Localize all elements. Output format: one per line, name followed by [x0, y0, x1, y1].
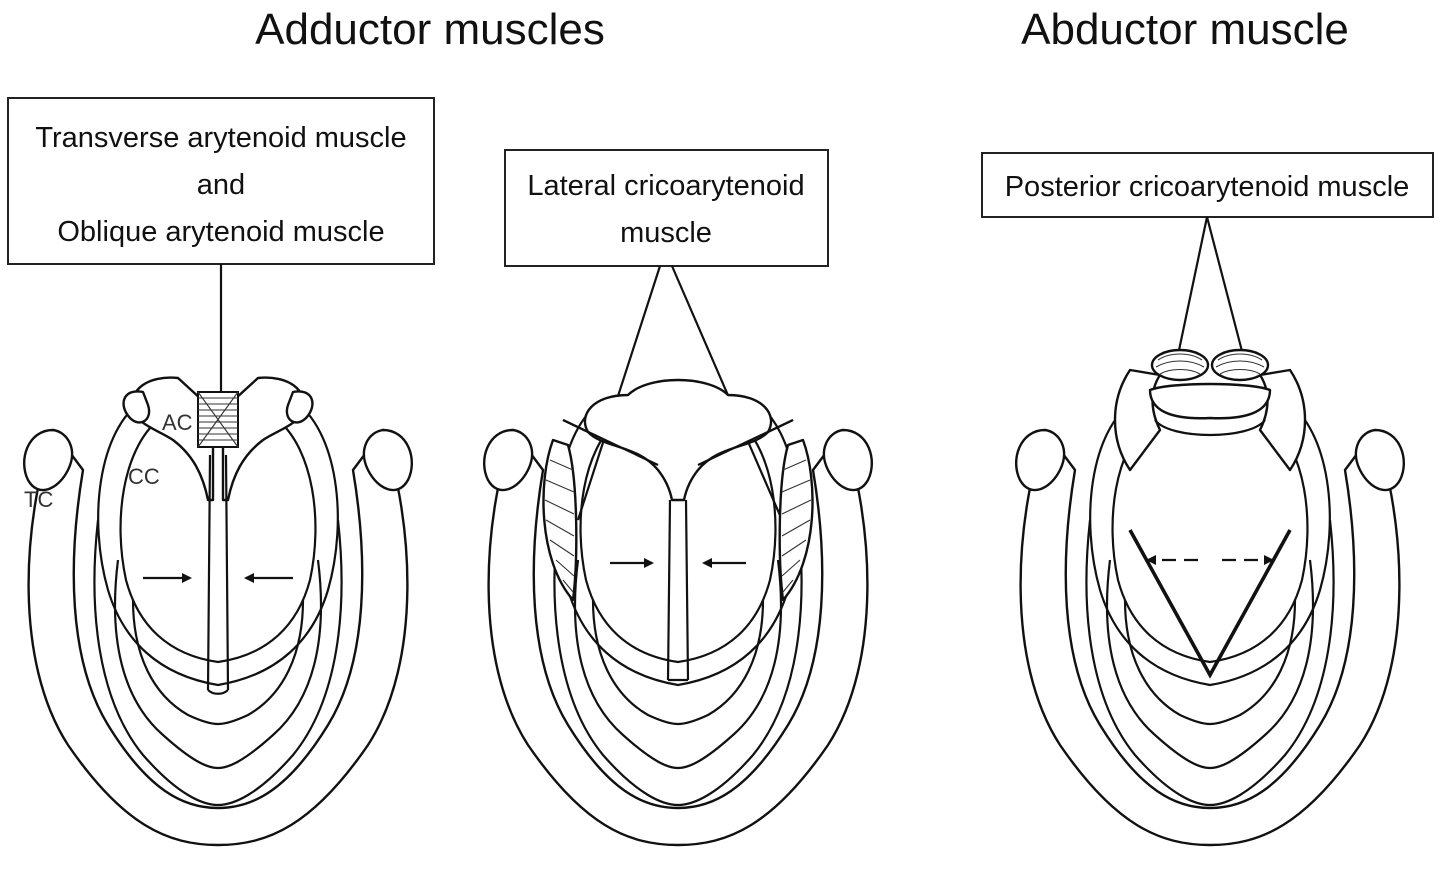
- label-line: and: [197, 169, 245, 201]
- leader-line: [576, 265, 662, 521]
- label-line: Transverse arytenoid muscle: [35, 122, 406, 154]
- panel-posterior-cricoarytenoid: Posterior cricoarytenoid muscle: [981, 152, 1434, 847]
- leader-line: [1176, 216, 1209, 356]
- label-line: Posterior cricoarytenoid muscle: [1005, 171, 1410, 203]
- cartilage-label-ac: AC: [162, 410, 193, 435]
- label-line: Lateral cricoarytenoid: [527, 170, 804, 202]
- label-box-transverse-oblique: [7, 97, 435, 265]
- leader-line: [1205, 216, 1245, 356]
- label-line: muscle: [620, 217, 712, 249]
- cartilage-label-tc: TC: [24, 487, 53, 512]
- panel-transverse-oblique: Transverse arytenoid muscle and Oblique …: [7, 97, 435, 847]
- adductor-heading: Adductor muscles: [255, 5, 605, 54]
- panel-lateral-cricoarytenoid: Lateral cricoarytenoid muscle: [482, 149, 874, 847]
- larynx-drawing: [1014, 348, 1406, 847]
- larynx-drawing: [482, 378, 874, 847]
- label-box-posterior-cricoarytenoid: [981, 152, 1434, 218]
- label-line: Oblique arytenoid muscle: [57, 216, 384, 248]
- label-box-lateral-cricoarytenoid: [504, 149, 829, 267]
- cartilage-label-cc: CC: [128, 464, 160, 489]
- larynx-drawing: [22, 376, 414, 847]
- abductor-heading: Abductor muscle: [1021, 5, 1349, 54]
